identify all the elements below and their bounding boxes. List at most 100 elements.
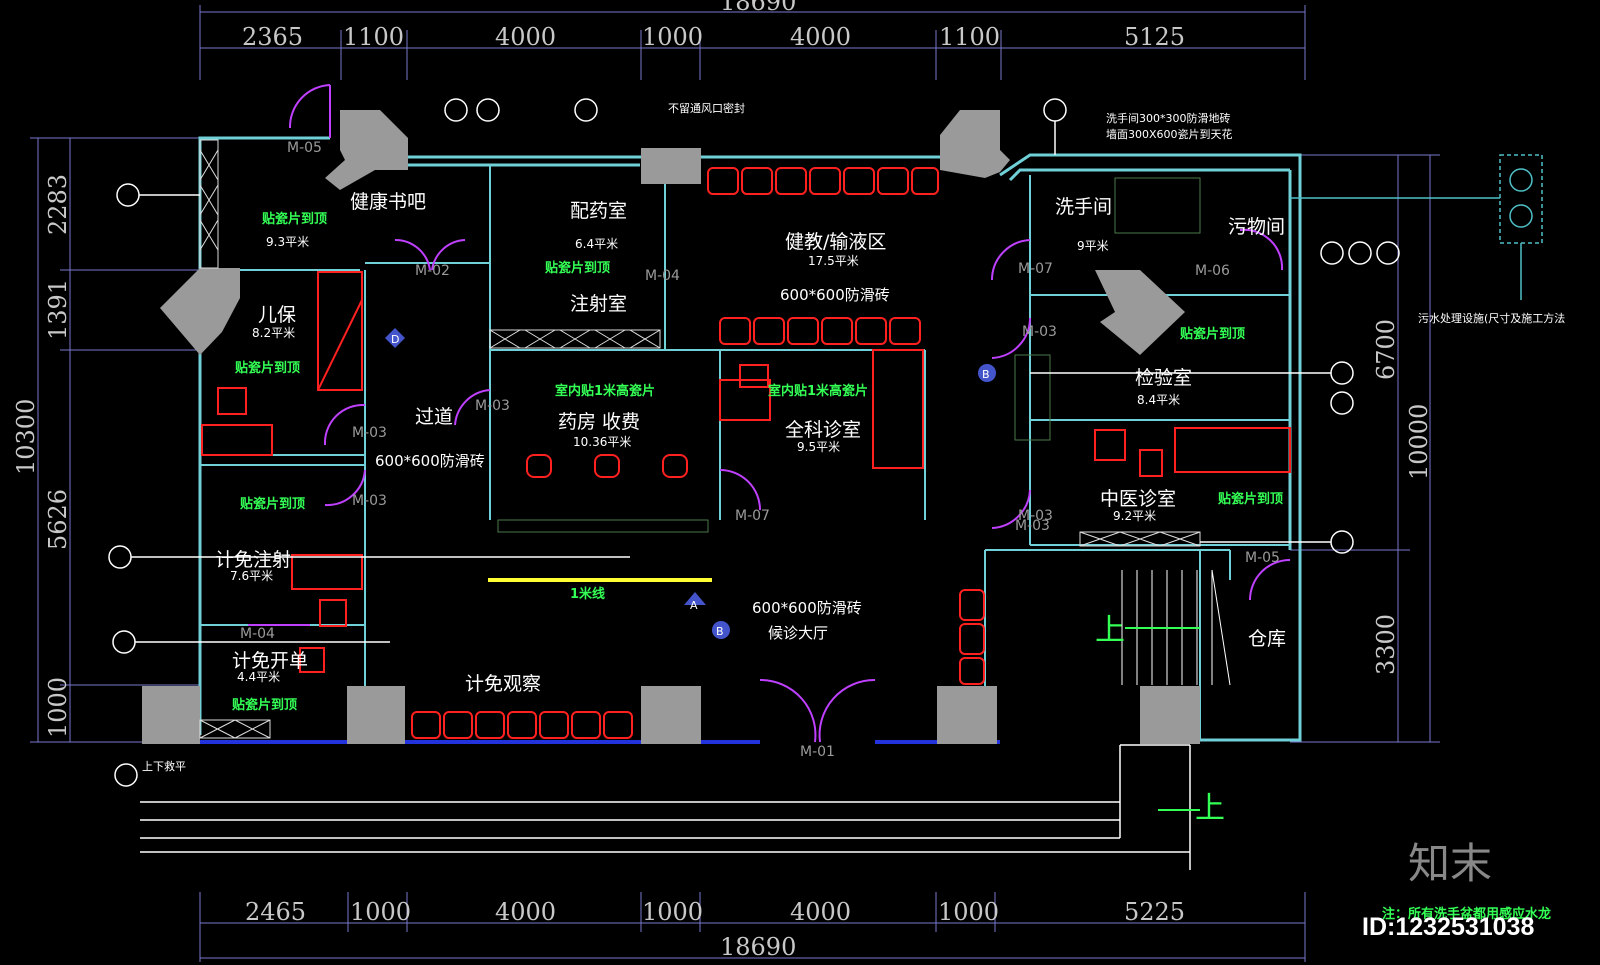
note-tile-health-bar: 贴瓷片到顶 xyxy=(262,211,327,227)
room-vaccine-open: 计免开单 xyxy=(232,650,308,672)
dim-top-3: 4000 xyxy=(495,23,556,51)
outdoor-steps xyxy=(140,744,1191,870)
note-vent-seal: 不留通风口密封 xyxy=(668,101,745,115)
door-label-m04-open: M-04 xyxy=(240,626,275,642)
sewage-equipment xyxy=(1290,154,1543,300)
dimension-lines-left xyxy=(30,137,200,743)
note-sewage: 污水处理设施(尺寸及施工方法 xyxy=(1418,311,1565,325)
dim-right-1: 6700 xyxy=(1372,319,1400,380)
door-label-m07-wash: M-07 xyxy=(1018,261,1053,277)
pharmacy-chairs xyxy=(526,454,688,478)
inner-outlines xyxy=(497,177,1201,533)
area-washroom: 9平米 xyxy=(1077,239,1109,253)
dim-bottom-5: 4000 xyxy=(790,898,851,926)
door-label-m03-storage: M-03 xyxy=(1018,508,1053,524)
room-vaccine-inject: 计免注射 xyxy=(215,549,291,571)
area-child: 8.2平米 xyxy=(252,326,295,340)
callout-symbols xyxy=(108,98,1400,787)
door-label-m05-top: M-05 xyxy=(287,140,322,156)
area-infusion: 17.5平米 xyxy=(808,254,859,268)
marker-b-right: B xyxy=(982,368,990,381)
dim-top-5: 4000 xyxy=(790,23,851,51)
note-wall-tile-gp: 室内贴1米高瓷片 xyxy=(768,383,868,399)
dim-left-3: 5626 xyxy=(44,489,72,550)
dim-top-6: 1100 xyxy=(939,23,1000,51)
room-lab: 检验室 xyxy=(1135,367,1192,389)
dimension-lines-top xyxy=(199,5,1306,80)
dim-bottom-total: 18690 xyxy=(720,933,796,961)
door-label-m03-tcm: M-03 xyxy=(1015,518,1050,534)
floor-hall: 600*600防滑砖 xyxy=(752,599,862,617)
dim-bottom-2: 1000 xyxy=(350,898,411,926)
watermark-id: ID:1232531038 xyxy=(1362,913,1534,941)
note-tile-vaccine-inject: 贴瓷片到顶 xyxy=(240,496,305,512)
note-tile-vaccine-open: 贴瓷片到顶 xyxy=(232,697,297,713)
door-label-m04-prep: M-04 xyxy=(645,268,680,284)
columns xyxy=(142,110,1200,744)
room-health-bar: 健康书吧 xyxy=(350,191,426,213)
watermark-brand: 知末 xyxy=(1408,840,1492,887)
area-health-bar: 9.3平米 xyxy=(266,235,309,249)
observation-seats xyxy=(411,711,633,739)
area-gp: 9.5平米 xyxy=(797,440,840,454)
room-pharmacy: 药房 收费 xyxy=(558,411,640,433)
dim-top-1: 2365 xyxy=(242,23,303,51)
room-corridor: 过道 xyxy=(415,406,453,428)
marker-a: A xyxy=(690,599,698,612)
area-pharmacy: 10.36平米 xyxy=(573,435,631,449)
area-vaccine-open: 4.4平米 xyxy=(237,670,280,684)
door-swings xyxy=(248,84,1291,743)
note-one-meter-line: 1米线 xyxy=(570,586,605,602)
ramp-up-label: 上 xyxy=(1195,791,1225,826)
dim-right-total: 10000 xyxy=(1405,404,1433,480)
floor-infusion: 600*600防滑砖 xyxy=(780,286,890,304)
door-label-m03-child: M-03 xyxy=(352,425,387,441)
hatch-partitions xyxy=(199,139,1201,739)
door-label-m03-inject: M-03 xyxy=(352,493,387,509)
infusion-seats-bottom xyxy=(719,317,921,345)
dim-left-4: 1000 xyxy=(44,677,72,738)
dim-top-total: 18690 xyxy=(720,0,796,16)
note-tile-child: 贴瓷片到顶 xyxy=(235,360,300,376)
note-tile-pharmacy-prep: 贴瓷片到顶 xyxy=(545,260,610,276)
door-label-m07-gp: M-07 xyxy=(735,508,770,524)
dim-top-2: 1100 xyxy=(343,23,404,51)
room-tcm: 中医诊室 xyxy=(1100,488,1176,510)
hall-seats-right xyxy=(959,589,985,685)
dim-bottom-6: 1000 xyxy=(938,898,999,926)
room-vaccine-obs: 计免观察 xyxy=(465,673,541,695)
marker-b-hall: B xyxy=(716,625,724,638)
dimension-lines-bottom xyxy=(199,892,1306,962)
desks xyxy=(201,364,771,673)
room-hall: 候诊大厅 xyxy=(768,624,828,642)
dim-bottom-3: 4000 xyxy=(495,898,556,926)
room-gp: 全科诊室 xyxy=(785,419,861,441)
room-washroom: 洗手间 xyxy=(1055,196,1112,218)
marker-d: D xyxy=(391,333,399,346)
note-tile-tcm: 贴瓷片到顶 xyxy=(1218,491,1283,507)
stair-up-label: 上 xyxy=(1095,613,1125,648)
note-wash-wall: 墙面300X600瓷片到天花 xyxy=(1106,127,1233,141)
exam-beds xyxy=(317,271,1291,477)
note-tile-lab: 贴瓷片到顶 xyxy=(1180,326,1245,342)
area-lab: 8.4平米 xyxy=(1137,393,1180,407)
room-pharmacy-prep: 配药室 xyxy=(570,200,627,222)
note-sensor-faucet: 注：所有洗手盆都用感应水龙 xyxy=(1382,906,1551,922)
dim-bottom-7: 5225 xyxy=(1124,898,1185,926)
room-infusion: 健教/输液区 xyxy=(785,231,886,253)
floor-corridor: 600*600防滑砖 xyxy=(375,452,485,470)
dim-bottom-4: 1000 xyxy=(642,898,703,926)
dim-left-2: 1391 xyxy=(44,279,72,340)
room-storage: 仓库 xyxy=(1248,628,1286,650)
door-label-m03-pharm: M-03 xyxy=(475,398,510,414)
door-label-m02: M-02 xyxy=(415,263,450,279)
dim-bottom-1: 2465 xyxy=(245,898,306,926)
room-dirty: 污物间 xyxy=(1228,216,1285,238)
dim-left-1: 2283 xyxy=(44,174,72,235)
door-label-m05-storage: M-05 xyxy=(1245,550,1280,566)
infusion-seats-top xyxy=(707,167,939,195)
note-stair: 上下救平 xyxy=(142,759,186,773)
dim-top-4: 1000 xyxy=(642,23,703,51)
area-vaccine-inject: 7.6平米 xyxy=(230,569,273,583)
